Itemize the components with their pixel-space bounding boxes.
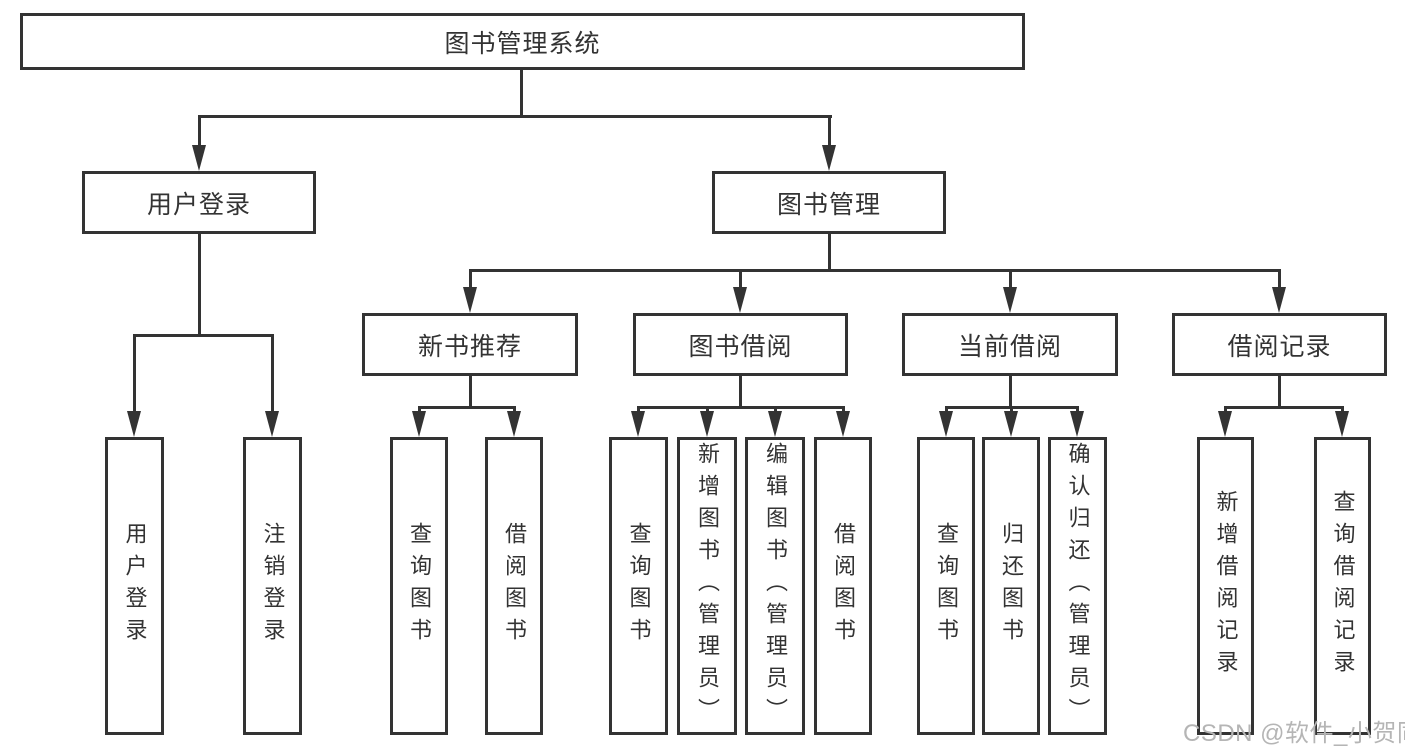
connector-line [636,406,640,415]
connector-line [417,406,516,409]
node-user-login: 用户登录 [82,171,316,234]
connector-line [1008,269,1012,291]
leaf-current-return-book: 归还图书 [982,437,1040,735]
arrow-down-icon [631,411,645,437]
leaf-borrow-edit-book: 编辑图书（管理员） [745,437,805,735]
leaf-borrow-borrow-book-label: 借阅图书 [831,522,856,650]
arrow-down-icon [822,145,836,171]
connector-line [944,406,948,415]
connector-line [636,406,845,409]
connector-line [773,406,777,415]
arrow-down-icon [412,411,426,437]
leaf-recommend-query-book-label: 查询图书 [407,522,432,650]
arrow-down-icon [733,287,747,313]
node-library-system: 图书管理系统 [20,13,1025,70]
connector-line [197,234,201,337]
node-current-borrow: 当前借阅 [902,313,1118,376]
leaf-records-add-record-label: 新增借阅记录 [1213,490,1239,682]
node-borrow-records: 借阅记录 [1172,313,1387,376]
leaf-borrow-add-book: 新增图书（管理员） [677,437,737,735]
arrow-down-icon [463,287,477,313]
leaf-borrow-query-book-label: 查询图书 [626,522,652,650]
connector-line [1277,269,1281,291]
connector-line [519,70,523,116]
connector-line [705,406,709,415]
node-user-login-label: 用户登录 [146,190,251,219]
connector-line [1009,406,1013,415]
arrow-down-icon [1070,411,1084,437]
connector-line [738,269,742,291]
connector-line [197,115,832,118]
connector-line [197,115,201,149]
node-current-borrow-label: 当前借阅 [957,332,1062,361]
leaf-borrow-add-book-label: 新增图书（管理员） [695,442,720,730]
node-borrow-records-label: 借阅记录 [1227,332,1332,361]
leaf-records-query-record-label: 查询借阅记录 [1330,490,1356,682]
leaf-borrow-edit-book-label: 编辑图书（管理员） [763,442,788,730]
arrow-down-icon [939,411,953,437]
leaf-current-confirm-return: 确认归还（管理员） [1048,437,1107,735]
leaf-current-query-book-label: 查询图书 [934,522,959,650]
arrow-down-icon [700,411,714,437]
arrow-down-icon [1004,411,1018,437]
node-new-book-recommend-label: 新书推荐 [417,332,522,361]
connector-line [417,406,421,415]
connector-line [468,376,472,407]
connector-line [738,376,742,407]
connector-line [468,269,1281,272]
arrow-down-icon [1003,287,1017,313]
leaf-logout: 注销登录 [243,437,302,735]
connector-line [1223,406,1227,415]
connector-line [1075,406,1079,415]
connector-line [512,406,516,415]
connector-line [841,406,845,415]
connector-line [1008,376,1012,407]
leaf-user-login: 用户登录 [105,437,164,735]
arrow-down-icon [265,411,279,437]
leaf-recommend-borrow-book-label: 借阅图书 [502,522,527,650]
leaf-current-return-book-label: 归还图书 [999,522,1024,650]
leaf-user-login-label: 用户登录 [122,522,148,650]
connector-line [1340,406,1344,415]
connector-line [1223,406,1344,409]
arrow-down-icon [1335,411,1349,437]
leaf-current-confirm-return-label: 确认归还（管理员） [1065,442,1091,730]
leaf-borrow-borrow-book: 借阅图书 [814,437,872,735]
node-book-management: 图书管理 [712,171,946,234]
arrow-down-icon [768,411,782,437]
arrow-down-icon [192,145,206,171]
leaf-current-query-book: 查询图书 [917,437,975,735]
arrow-down-icon [836,411,850,437]
node-book-management-label: 图书管理 [776,190,881,219]
node-new-book-recommend: 新书推荐 [362,313,578,376]
connector-line [827,234,831,272]
arrow-down-icon [1218,411,1232,437]
leaf-borrow-query-book: 查询图书 [609,437,668,735]
connector-line [827,115,831,149]
leaf-recommend-query-book: 查询图书 [390,437,448,735]
connector-line [132,334,274,337]
node-book-borrow: 图书借阅 [633,313,848,376]
connector-line [468,269,472,291]
leaf-logout-label: 注销登录 [260,522,286,650]
connector-line [270,334,274,414]
node-book-borrow-label: 图书借阅 [688,332,793,361]
connector-line [132,334,136,414]
leaf-records-query-record: 查询借阅记录 [1314,437,1371,735]
arrow-down-icon [1272,287,1286,313]
node-library-system-label: 图书管理系统 [444,29,601,58]
watermark: CSDN @软件_小贺同学 [1183,720,1405,747]
leaf-recommend-borrow-book: 借阅图书 [485,437,543,735]
arrow-down-icon [507,411,521,437]
arrow-down-icon [127,411,141,437]
connector-line [1277,376,1281,407]
leaf-records-add-record: 新增借阅记录 [1197,437,1254,735]
